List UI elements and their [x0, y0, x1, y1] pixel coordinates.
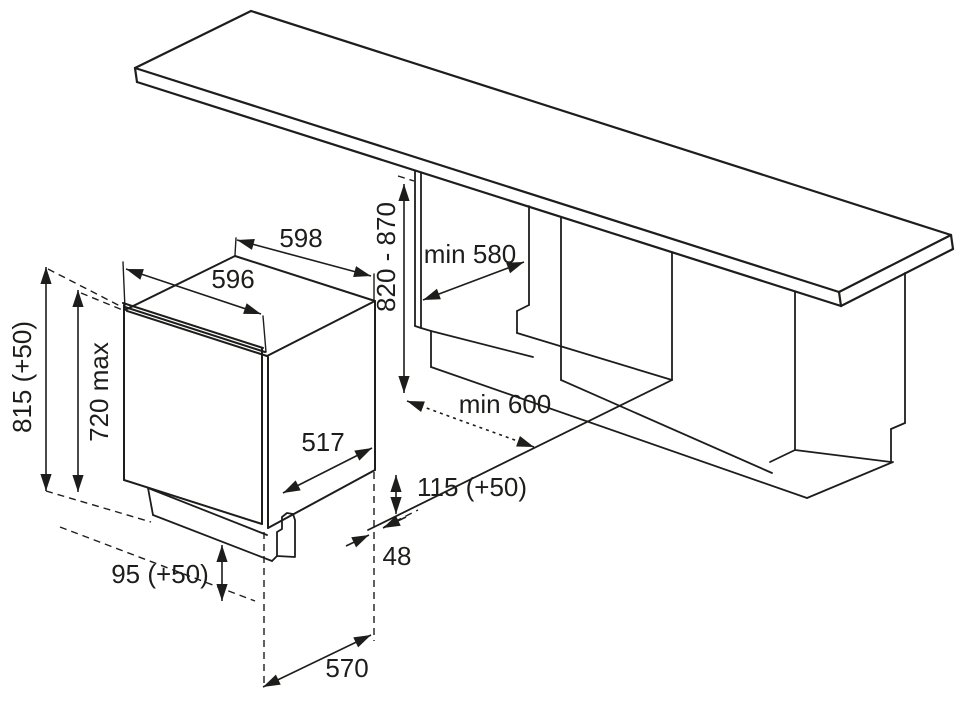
dimension-label-door-panel-max-height: 720 max	[84, 342, 114, 442]
dimension-labels: 598 596 820 - 870 min 580 815 (+50) 720 max 51…	[7, 202, 551, 683]
dimension-label-plinth-panel-height: 95 (+50)	[111, 559, 209, 589]
dimension-label-appliance-height: 815 (+50)	[7, 321, 37, 433]
furniture-and-appliance-outline	[122, 9, 955, 562]
dimension-arrows	[40, 184, 535, 688]
dimension-label-niche-depth: min 580	[424, 239, 517, 269]
dimension-label-plinth-gap: 48	[383, 541, 412, 571]
dimension-label-door-panel-depth: 517	[301, 427, 344, 457]
dimension-label-niche-front-width: 598	[279, 223, 322, 253]
dimension-label-niche-height: 820 - 870	[371, 202, 401, 312]
dimension-label-appliance-width: 596	[211, 264, 254, 294]
dimension-label-worktop-clearance-depth: min 600	[459, 389, 552, 419]
dimension-label-appliance-body-depth: 570	[325, 653, 368, 683]
dimension-label-plinth-recess-height: 115 (+50)	[417, 472, 527, 502]
